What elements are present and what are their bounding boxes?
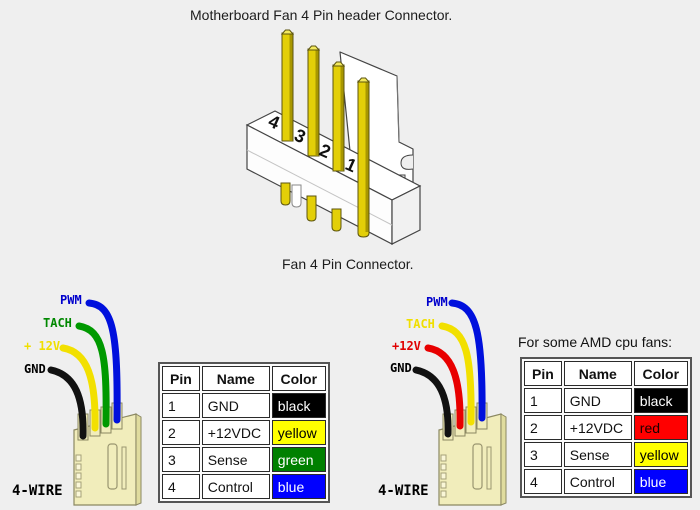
header-name: Name bbox=[201, 366, 270, 391]
table-row: 2 +12VDC yellow bbox=[162, 420, 326, 445]
right-wire-pwm bbox=[448, 299, 486, 422]
left-wire-pwm bbox=[85, 299, 121, 424]
name-cell: Sense bbox=[201, 447, 270, 472]
pin-cell: 1 bbox=[524, 388, 562, 413]
table-row: 1 GND black bbox=[524, 388, 688, 413]
table-row: 3 Sense green bbox=[162, 447, 326, 472]
name-cell: GND bbox=[563, 388, 632, 413]
left-wire-12v bbox=[59, 344, 99, 432]
table-row: 4 Control blue bbox=[524, 469, 688, 494]
pin-2 bbox=[331, 61, 346, 172]
header-latch-notch bbox=[400, 154, 414, 170]
left-plug-ridges bbox=[75, 454, 82, 498]
fan-connector-caption: Fan 4 Pin Connector. bbox=[282, 256, 414, 272]
color-cell: black bbox=[271, 393, 326, 418]
pin-1 bbox=[356, 77, 371, 238]
right-plug-ridges bbox=[440, 454, 447, 498]
right-label-gnd: GND bbox=[390, 361, 412, 375]
left-wire-tach bbox=[75, 322, 110, 428]
pin-4 bbox=[280, 29, 295, 142]
header-body-right-face bbox=[391, 185, 421, 245]
right-label-12v: +12V bbox=[392, 339, 421, 353]
pin-4-lower-stub bbox=[280, 182, 291, 206]
color-cell: red bbox=[633, 415, 688, 440]
pin-3 bbox=[306, 45, 321, 157]
plastic-peg bbox=[291, 184, 302, 208]
color-cell: blue bbox=[271, 474, 326, 499]
pin-cell: 4 bbox=[162, 474, 200, 499]
pin-2-lower-stub bbox=[331, 208, 342, 232]
header-color: Color bbox=[633, 361, 688, 386]
color-cell: black bbox=[633, 388, 688, 413]
table-header-row: Pin Name Color bbox=[524, 361, 688, 386]
pin-cell: 2 bbox=[524, 415, 562, 440]
right-wire-12v bbox=[424, 344, 464, 430]
table-row: 2 +12VDC red bbox=[524, 415, 688, 440]
pin-cell: 3 bbox=[162, 447, 200, 472]
left-plug-side-face bbox=[135, 413, 142, 506]
left-wire-gnd bbox=[47, 366, 87, 440]
left-label-gnd: GND bbox=[24, 362, 46, 376]
header-pin: Pin bbox=[162, 366, 200, 391]
name-cell: Control bbox=[201, 474, 270, 499]
pin-cell: 3 bbox=[524, 442, 562, 467]
name-cell: +12VDC bbox=[563, 415, 632, 440]
name-cell: Control bbox=[563, 469, 632, 494]
left-plug-latch-rib bbox=[121, 446, 127, 490]
left-pin-table: Pin Name Color 1 GND black 2 +12VDC yell… bbox=[158, 362, 330, 503]
motherboard-header-illustration: 4 3 2 1 bbox=[245, 29, 422, 245]
right-wire-tach bbox=[438, 322, 475, 426]
table-header-row: Pin Name Color bbox=[162, 366, 326, 391]
left-label-12v: + 12V bbox=[24, 339, 61, 353]
right-label-pwm: PWM bbox=[426, 295, 448, 309]
right-fan-plug-illustration bbox=[412, 299, 507, 506]
left-plug-latch bbox=[107, 443, 118, 490]
table-row: 4 Control blue bbox=[162, 474, 326, 499]
color-cell: yellow bbox=[633, 442, 688, 467]
header-name: Name bbox=[563, 361, 632, 386]
right-plug-side-face bbox=[500, 413, 507, 506]
header-latch-edge-line bbox=[396, 75, 400, 143]
header-pin: Pin bbox=[524, 361, 562, 386]
name-cell: +12VDC bbox=[201, 420, 270, 445]
table-row: 1 GND black bbox=[162, 393, 326, 418]
right-plug-latch-rib bbox=[486, 446, 492, 490]
right-label-tach: TACH bbox=[406, 317, 435, 331]
left-fan-plug-illustration bbox=[47, 299, 142, 506]
color-cell: green bbox=[271, 447, 326, 472]
left-4wire-caption: 4-WIRE bbox=[12, 483, 63, 499]
right-pin-table: Pin Name Color 1 GND black 2 +12VDC red … bbox=[520, 357, 692, 498]
right-4wire-caption: 4-WIRE bbox=[378, 483, 429, 499]
right-wire-gnd bbox=[412, 366, 452, 438]
left-label-tach: TACH bbox=[43, 316, 72, 330]
header-color: Color bbox=[271, 366, 326, 391]
left-label-pwm: PWM bbox=[60, 293, 82, 307]
pin-3-lower-stub bbox=[306, 195, 317, 222]
color-cell: blue bbox=[633, 469, 688, 494]
pin-cell: 2 bbox=[162, 420, 200, 445]
table-row: 3 Sense yellow bbox=[524, 442, 688, 467]
pin-cell: 1 bbox=[162, 393, 200, 418]
right-plug-latch bbox=[472, 443, 483, 490]
name-cell: GND bbox=[201, 393, 270, 418]
pin-cell: 4 bbox=[524, 469, 562, 494]
amd-fans-heading: For some AMD cpu fans: bbox=[518, 334, 673, 350]
color-cell: yellow bbox=[271, 420, 326, 445]
name-cell: Sense bbox=[563, 442, 632, 467]
page-title: Motherboard Fan 4 Pin header Connector. bbox=[190, 7, 453, 23]
